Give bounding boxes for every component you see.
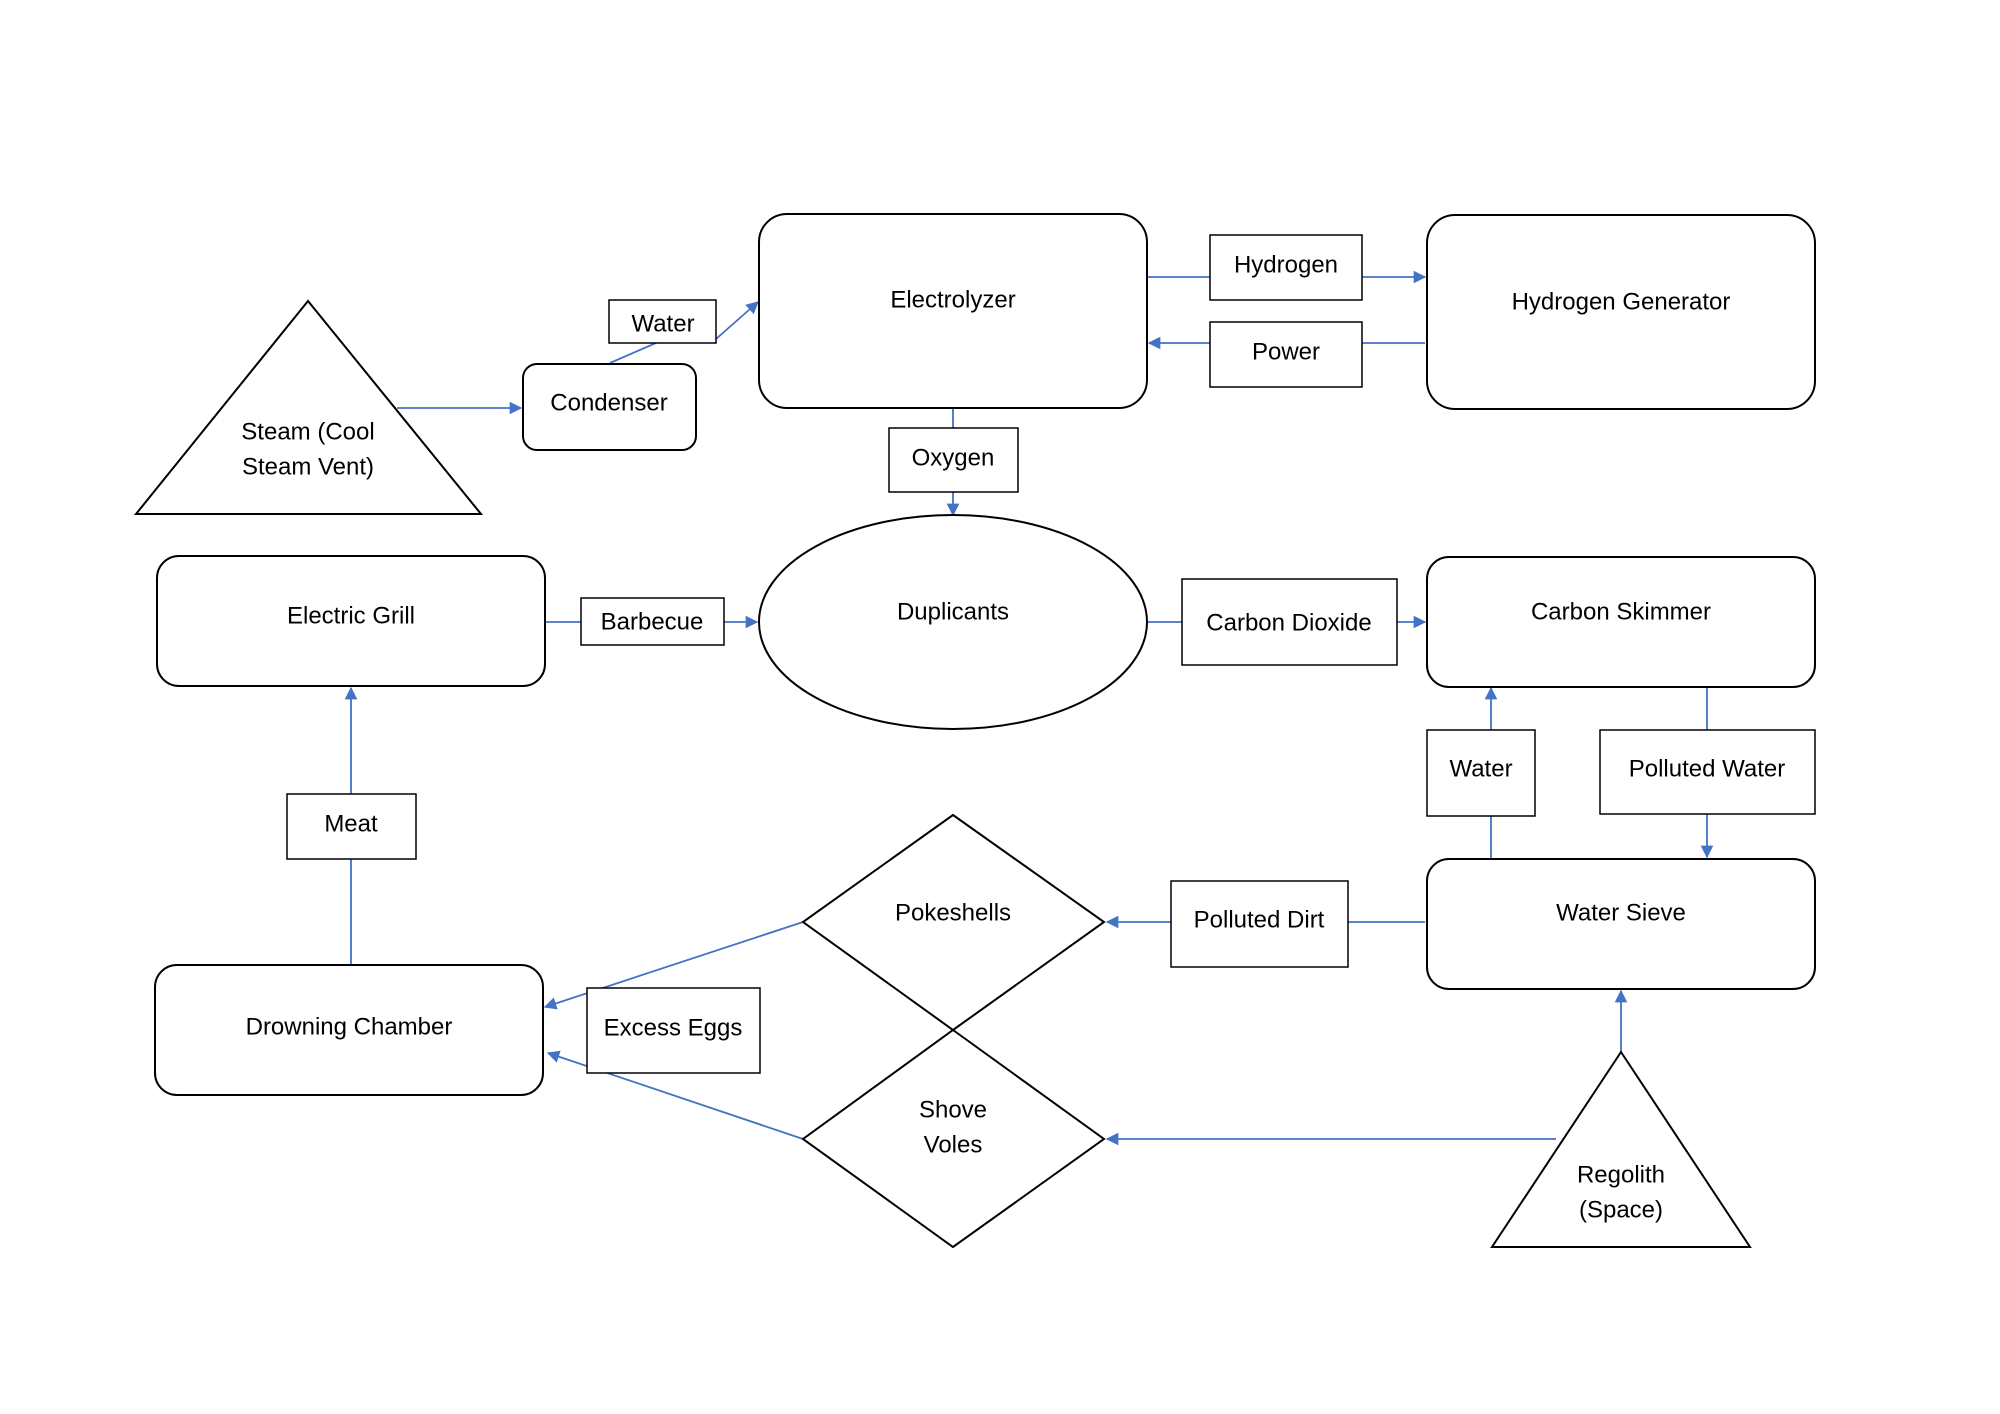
node-drowning-chamber-label: Drowning Chamber — [246, 1013, 453, 1040]
label-polluted-dirt: Polluted Dirt — [1170, 880, 1349, 968]
label-water-condenser-text: Water — [631, 310, 694, 337]
node-electrolyzer-label: Electrolyzer — [890, 286, 1015, 313]
node-electric-grill: Electric Grill — [156, 555, 546, 687]
label-polluted-water-text: Polluted Water — [1629, 755, 1786, 782]
label-water-to-skimmer: Water — [1426, 729, 1536, 817]
label-meat-text: Meat — [324, 810, 378, 837]
label-water-to-skimmer-text: Water — [1449, 755, 1512, 782]
node-steam-vent-label-line2: Steam Vent) — [242, 453, 374, 480]
label-carbon-dioxide-text: Carbon Dioxide — [1206, 609, 1371, 636]
label-power: Power — [1209, 321, 1363, 388]
label-hydrogen-text: Hydrogen — [1234, 251, 1338, 278]
node-shove-voles-label-line1: Shove — [919, 1096, 987, 1123]
label-barbecue-text: Barbecue — [601, 608, 704, 635]
node-drowning-chamber: Drowning Chamber — [154, 964, 544, 1096]
node-shove-voles: Shove Voles — [801, 1028, 1106, 1249]
label-polluted-dirt-text: Polluted Dirt — [1194, 906, 1325, 933]
node-steam-vent-label-line1: Steam (Cool — [241, 418, 374, 445]
label-barbecue: Barbecue — [580, 597, 725, 646]
label-water-condenser: Water — [608, 299, 717, 344]
node-electric-grill-label: Electric Grill — [287, 602, 415, 629]
label-oxygen-text: Oxygen — [912, 444, 995, 471]
node-regolith: Regolith (Space) — [1490, 1050, 1752, 1248]
label-polluted-water: Polluted Water — [1599, 729, 1816, 815]
node-pokeshells-label: Pokeshells — [895, 899, 1011, 926]
node-water-sieve: Water Sieve — [1426, 858, 1816, 990]
node-pokeshells: Pokeshells — [801, 813, 1106, 1032]
node-regolith-label-line1: Regolith — [1577, 1161, 1665, 1188]
label-power-text: Power — [1252, 338, 1320, 365]
node-duplicants-label: Duplicants — [897, 598, 1009, 625]
label-meat: Meat — [286, 793, 417, 860]
node-hydrogen-generator-label: Hydrogen Generator — [1512, 288, 1731, 315]
label-carbon-dioxide: Carbon Dioxide — [1181, 578, 1398, 666]
node-water-sieve-label: Water Sieve — [1556, 899, 1686, 926]
label-excess-eggs: Excess Eggs — [586, 987, 761, 1074]
node-regolith-label-line2: (Space) — [1579, 1196, 1663, 1223]
node-duplicants: Duplicants — [758, 514, 1148, 730]
node-condenser: Condenser — [522, 363, 697, 451]
node-carbon-skimmer-label: Carbon Skimmer — [1531, 598, 1711, 625]
label-excess-eggs-text: Excess Eggs — [604, 1014, 743, 1041]
node-condenser-label: Condenser — [550, 389, 667, 416]
label-oxygen: Oxygen — [888, 427, 1019, 493]
node-carbon-skimmer: Carbon Skimmer — [1426, 556, 1816, 688]
node-electrolyzer: Electrolyzer — [758, 213, 1148, 409]
node-hydrogen-generator: Hydrogen Generator — [1426, 214, 1816, 410]
node-shove-voles-label-line2: Voles — [924, 1131, 983, 1158]
label-hydrogen: Hydrogen — [1209, 234, 1363, 301]
node-steam-vent: Steam (Cool Steam Vent) — [133, 299, 484, 515]
